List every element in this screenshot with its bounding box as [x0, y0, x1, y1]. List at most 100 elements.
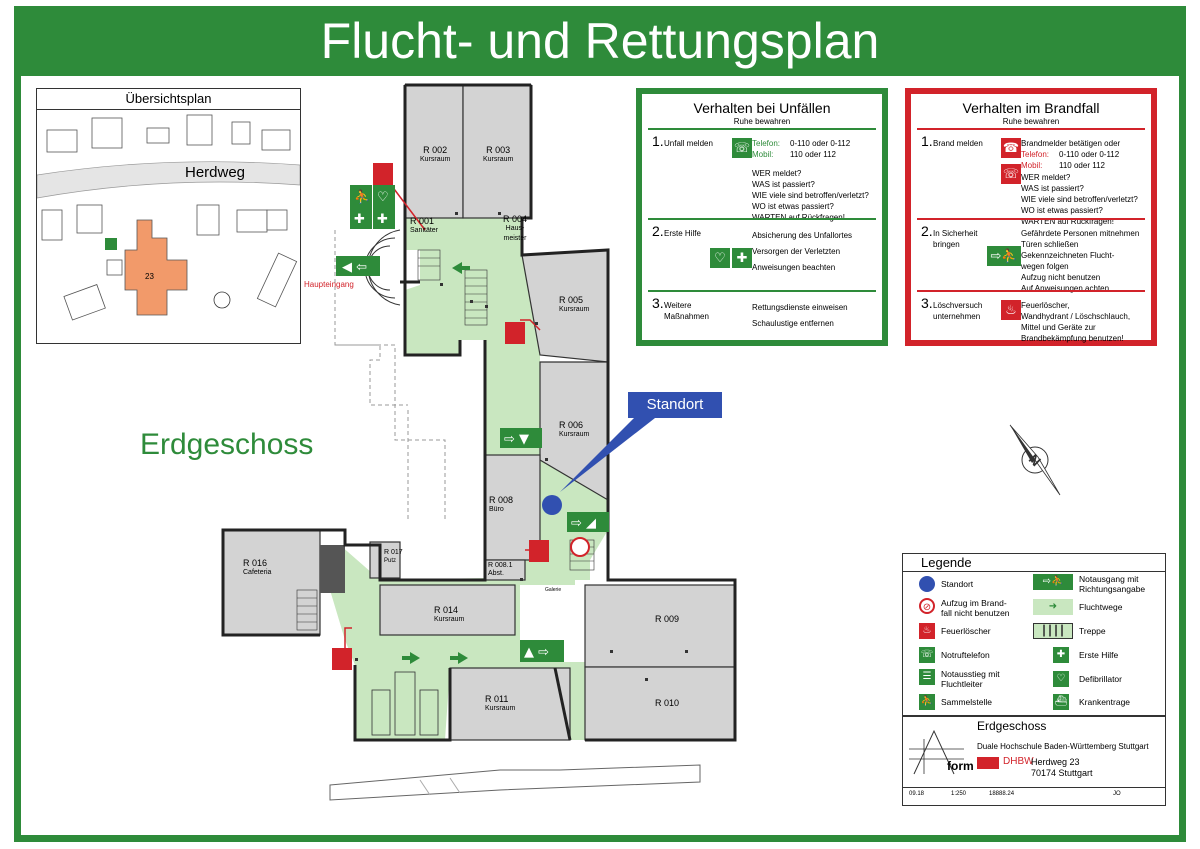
logo-text: form: [947, 759, 974, 773]
room-type: Sanitäter: [410, 227, 439, 234]
room-number: R 011: [485, 694, 509, 704]
fire-title: Verhalten im Brandfall: [962, 100, 1100, 116]
fire-subtitle: Ruhe bewahren: [1002, 117, 1060, 126]
fire-extinguisher-icon: ♨: [919, 623, 935, 639]
question: WER meldet?: [1021, 173, 1071, 182]
instruction: Auf Anweisungen achten: [1021, 284, 1110, 293]
dhbw-brand: DHBW: [1003, 756, 1034, 767]
title-block: form Erdgeschoss Duale Hochschule Baden-…: [902, 716, 1166, 806]
legend-label: Sammelstelle: [941, 697, 993, 707]
question: WO ist etwas passiert?: [752, 202, 834, 211]
tb-client: Duale Hochschule Baden-Württemberg Stutt…: [977, 742, 1149, 751]
room-number: R 004: [503, 214, 528, 224]
tb-date: 09.18: [909, 791, 925, 797]
room-type: Cafeteria: [243, 569, 272, 576]
instruction: Brandbekämpfung benutzen!: [1021, 334, 1124, 343]
building-number: 23: [145, 272, 154, 281]
dots: [355, 212, 688, 681]
legend-label-line: fall nicht benutzen: [941, 608, 1010, 618]
room-type: Büro: [489, 506, 504, 513]
legend-label-line: Richtungsangabe: [1079, 584, 1146, 594]
room-number: R 008: [489, 495, 514, 505]
rooms: [222, 84, 736, 741]
tb-drawing-no: 18888.24: [989, 791, 1015, 797]
question: WIE viele sind betroffen/verletzt?: [1021, 195, 1138, 204]
fire-extinguisher-icon: ♨: [1001, 300, 1021, 320]
phone-value: 0-110 oder 0-112: [1059, 150, 1120, 159]
svg-text:♡: ♡: [377, 190, 389, 205]
legend-label-line: Fluchtleiter: [941, 679, 983, 689]
instruction: Aufzug nicht benutzen: [1021, 273, 1101, 282]
step-label: Unfall melden: [664, 139, 713, 148]
svg-text:✚: ✚: [354, 212, 365, 227]
legend-label: Fluchtwege: [1079, 602, 1123, 612]
legend-label: Treppe: [1079, 626, 1106, 636]
instruction: Versorgen der Verletzten: [752, 247, 841, 256]
room-type: Abst.: [488, 570, 504, 577]
room-number: R 006: [559, 420, 584, 430]
step-label-line: In Sicherheit: [933, 229, 978, 238]
phone-value: 0-110 oder 0-112: [790, 139, 851, 148]
mobile-key: Mobil:: [1021, 161, 1043, 170]
question: WARTEN auf Rückfragen!: [752, 212, 892, 223]
overview-map: Übersichtsplan Herdweg 23: [36, 88, 301, 344]
legend-label-line: Aufzug im Brand-: [941, 598, 1007, 608]
divider: [648, 218, 876, 220]
svg-text:✚: ✚: [377, 212, 388, 227]
room-number: R 003: [486, 145, 511, 155]
legend-label-line: Notausgang mit: [1079, 574, 1139, 584]
svg-text:▲ ⇨: ▲ ⇨: [524, 645, 549, 660]
instruction: Feuerlöscher,: [1021, 301, 1070, 310]
question: WARTEN auf Rückfragen!: [1021, 217, 1114, 226]
question: WER meldet?: [752, 169, 802, 178]
svg-text:◀ ⇦: ◀ ⇦: [342, 260, 367, 275]
standort-marker: [542, 495, 562, 515]
room-number: R 014: [434, 605, 459, 615]
legend-label: Krankentrage: [1079, 697, 1131, 707]
legend-label: Defibrillator: [1079, 674, 1122, 684]
defibrillator-icon: ♡: [710, 248, 730, 268]
accidents-panel: Verhalten bei Unfällen Ruhe bewahren 1. …: [636, 88, 888, 346]
company-logo: [909, 729, 964, 775]
emergency-exit-icon: ⇨⛹: [1033, 574, 1073, 590]
step-label-line: Maßnahmen: [664, 312, 709, 321]
tb-divider: [903, 787, 1165, 788]
compass-icon: N: [1009, 424, 1061, 496]
defibrillator-icon: ♡: [1053, 671, 1069, 687]
instruction: Rettungsdienste einweisen: [752, 303, 848, 312]
wc-blocks: [371, 671, 439, 736]
first-aid-icon: ✚: [732, 248, 752, 268]
mobile-value: 110 oder 112: [790, 150, 836, 159]
stairs: [296, 249, 595, 631]
fire-alarm-icon: ☎: [1001, 138, 1021, 158]
fire-phone-icon: ☏: [1001, 164, 1021, 184]
room-type: meister: [503, 235, 527, 242]
divider: [917, 290, 1145, 292]
escape-ladder-icon: ☰: [919, 669, 935, 685]
instruction: Gefährdete Personen mitnehmen: [1021, 229, 1140, 238]
divider: [648, 290, 876, 292]
step-number: 1.: [921, 133, 933, 149]
walls: [221, 83, 737, 742]
divider: [917, 128, 1145, 130]
legend-label: Erste Hilfe: [1079, 650, 1119, 660]
overview-title: Übersichtsplan: [37, 89, 300, 110]
phone-key: Telefon:: [752, 139, 781, 148]
step-label-line: Weitere: [664, 301, 692, 310]
fire-panel: Verhalten im Brandfall Ruhe bewahren 1. …: [905, 88, 1157, 346]
room-number: R 002: [423, 145, 448, 155]
step-label: Erste Hilfe: [664, 229, 701, 238]
tb-scale: 1:250: [951, 791, 967, 797]
instruction: Mittel und Geräte zur: [1021, 323, 1096, 332]
step-number: 3.: [652, 295, 664, 311]
plan-sign-glyphs: ⛹♡ ✚✚ ◀ ⇦ ⇨ ▼ ⇨ ◢ ▲ ⇨: [342, 188, 596, 660]
step-label-line: unternehmen: [933, 312, 981, 321]
